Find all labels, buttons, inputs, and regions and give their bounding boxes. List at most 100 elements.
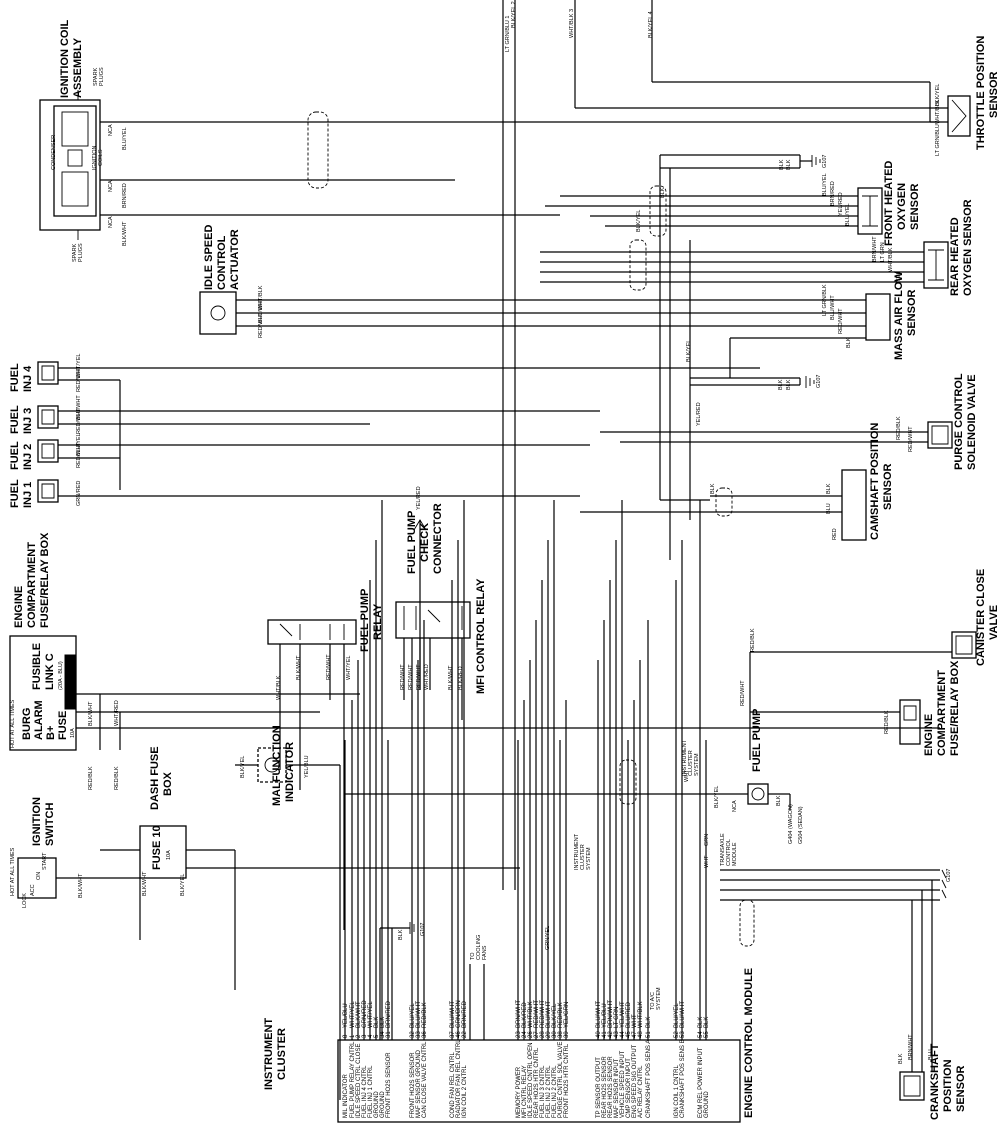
inj2-title-1: FUEL	[9, 441, 21, 470]
throttle-position-sensor-title-2: SENSOR	[988, 71, 1000, 118]
fuel-pump-relay-title-2: RELAY	[372, 603, 384, 640]
inj4-title-2: INJ 4	[22, 365, 34, 392]
ignition-switch-title-2: SWITCH	[44, 803, 56, 846]
inj2-title-2: INJ 2	[22, 444, 34, 470]
svg-text:RED/WHT: RED/WHT	[416, 664, 422, 690]
svg-text:YEL: YEL	[896, 272, 902, 282]
ecm-pin-color: BLK	[646, 1017, 652, 1028]
svg-text:BLK: BLK	[786, 379, 792, 390]
ecm-pin-color: BRN/RED	[462, 1000, 468, 1028]
rear-o2-title-1: REAR HEATED	[949, 217, 961, 296]
svg-text:BLU/YEL: BLU/YEL	[845, 203, 851, 226]
fuse-box-right-title-3: FUSE/RELAY BOX	[949, 660, 961, 756]
svg-text:BLK: BLK	[778, 379, 784, 390]
ecm-pin-color: GRN/BRN	[456, 1000, 462, 1028]
ecm-pin-number: 5	[374, 1034, 380, 1038]
ecm-pin-color: BLK	[374, 1017, 380, 1028]
maf-title-1: MASS AIR FLOW	[893, 271, 905, 360]
coil-wires: NCA BLU/YEL NCA BRN/RED NCA BLK/WHT	[100, 111, 940, 246]
fuel-pump-relay-title-1: FUEL PUMP	[359, 589, 371, 652]
ecm-pin-color: RED/BLK	[558, 1002, 564, 1028]
svg-text:RED/WHT: RED/WHT	[76, 366, 82, 392]
ecm-pin-number: 45	[626, 1031, 632, 1038]
ecm-pin-description: VEHICLE SPEED INPUT	[620, 1050, 626, 1118]
ecm-pin-description: CRANKSHAFT POS SENS A	[646, 1040, 652, 1118]
ecm-pin-color: WHT/YEL	[350, 1001, 356, 1028]
instrument-cluster-title-2: CLUSTER	[276, 1028, 288, 1080]
ecm-pin-description: FUEL INJ 2 CNTRL	[552, 1065, 558, 1118]
ignition-coils-label-2: COILS	[98, 149, 104, 166]
ecm-pin-description: REAR HO2S HTR CNTRL	[534, 1047, 540, 1118]
svg-text:BLK: BLK	[786, 159, 792, 170]
svg-text:BLU/WHT: BLU/WHT	[830, 295, 836, 320]
ground-g107-maf: BLK BLK G107	[690, 338, 822, 390]
svg-text:RED/WHT: RED/WHT	[740, 680, 746, 706]
engine-fuse-box-left: ENGINE COMPARTMENT FUSE/RELAY BOX FUSIBL…	[9, 532, 940, 790]
svg-text:SYSTEM: SYSTEM	[656, 987, 662, 1010]
ecm-pin-color: BRN/RED	[386, 1000, 392, 1028]
svg-text:BLU: BLU	[928, 1049, 934, 1060]
ecm-pin-description: MFI CNTRL RELAY	[522, 1065, 528, 1118]
ignition-coil-title-2: ASSEMBLY	[72, 37, 84, 98]
svg-text:RED/WHT: RED/WHT	[400, 664, 406, 690]
svg-text:BLU/YEL: BLU/YEL	[822, 173, 828, 196]
ecm-pin-color: RED/WHT	[540, 1000, 546, 1028]
ignition-coils-label-1: IGNITION	[92, 146, 98, 170]
engine-fuse-box-right: RED/BLK ENGINE COMPARTMENT FUSE/RELAY BO…	[750, 660, 961, 756]
svg-text:INSTRUMENT: INSTRUMENT	[682, 739, 688, 776]
maf-title-2: SENSOR	[906, 289, 918, 336]
ecm-pin-number: 42	[608, 1031, 614, 1038]
svg-text:BLK: BLK	[776, 795, 782, 806]
svg-text:BLU/WHT: BLU/WHT	[76, 395, 82, 420]
svg-text:RED/BLK: RED/BLK	[896, 416, 902, 440]
fuel-pump: NCA BLK/YEL WHT BLK GRN WHT G404 (WAGON)…	[344, 709, 804, 870]
fuel-pump-title: FUEL PUMP	[751, 709, 763, 772]
svg-text:BLK/YEL: BLK/YEL	[240, 756, 246, 778]
svg-text:BLK/RED: BLK/RED	[458, 666, 464, 690]
top-wire-4: BLK/YEL 4	[648, 11, 654, 38]
hot-at-all-times: HOT AT ALL TIMES	[10, 699, 16, 748]
check-connector-title-1: FUEL PUMP	[406, 511, 418, 574]
ecm-pin-color: BRN/WHT	[608, 1000, 614, 1028]
svg-text:BLK: BLK	[898, 1053, 904, 1064]
svg-text:WHT/RED: WHT/RED	[114, 700, 120, 726]
fuse-box-left-title-1: ENGINE	[13, 586, 25, 628]
svg-text:RED/WHT: RED/WHT	[76, 442, 82, 468]
canister-title-2: VALVE	[988, 605, 1000, 640]
ecm-pin-description: IGN COIL 2 CNTRL	[462, 1065, 468, 1118]
check-connector-title-3: CONNECTOR	[432, 503, 444, 574]
ecm-pin-description: FUEL INJ 2 CNTRL	[546, 1065, 552, 1118]
ecm-pin-number: 40	[596, 1031, 602, 1038]
fuse-box-left-title-3: FUSE/RELAY BOX	[39, 532, 51, 628]
ecm-pin-number: 39	[564, 1031, 570, 1038]
svg-text:RED/WHT: RED/WHT	[838, 308, 844, 334]
burg-fuse-2: ALARM	[33, 700, 45, 740]
ecm-pin-description: IDLE SPEED CNTRL OPEN	[528, 1043, 534, 1118]
svg-text:CLUSTER: CLUSTER	[580, 844, 586, 870]
ecm-pin-number: 4	[368, 1034, 374, 1038]
fuse-10-rating: 10A	[166, 850, 172, 860]
dash-fuse-title-2: BOX	[162, 772, 174, 797]
svg-text:WHT/BLK: WHT/BLK	[935, 99, 941, 124]
svg-text:RED/WHT: RED/WHT	[76, 408, 82, 434]
ecm-pin-number: 41	[602, 1031, 608, 1038]
fuse-box-right-title-1: ENGINE	[923, 714, 935, 756]
svg-text:RED/WHT: RED/WHT	[408, 664, 414, 690]
svg-text:NCA: NCA	[108, 124, 114, 136]
svg-text:WHT/RED: WHT/RED	[424, 664, 430, 690]
ecm-pin-description: GROUND	[380, 1091, 386, 1118]
ecm-pin-description: A/C RELAY CNTRL	[638, 1065, 644, 1118]
cmp-title-2: SENSOR	[882, 463, 894, 510]
ecm-pin-number: 55	[704, 1031, 710, 1038]
ecm-pin-number: 51	[646, 1031, 652, 1038]
idle-speed-control-actuator: WHT/BLK BLU/WHT RED/WHT IDLE SPEED CONTR…	[199, 225, 760, 338]
ecm-pin-description: REAR HO2S SENSOR	[602, 1056, 608, 1118]
ground-g107-mid: BLK G107 TO COOLING FANS GRN/YEL TO A/C …	[379, 922, 662, 1040]
fuse-box-right-title-2: COMPARTMENT	[936, 670, 948, 756]
svg-text:WHT: WHT	[684, 769, 690, 782]
spark-plugs-bottom-2: PLUGS	[78, 243, 84, 262]
ecm-pin-number: 1	[350, 1034, 356, 1038]
svg-text:YEL/RED: YEL/RED	[416, 486, 422, 510]
svg-text:BLU/YEL: BLU/YEL	[76, 433, 82, 456]
ecm-pin-number: 43	[614, 1031, 620, 1038]
